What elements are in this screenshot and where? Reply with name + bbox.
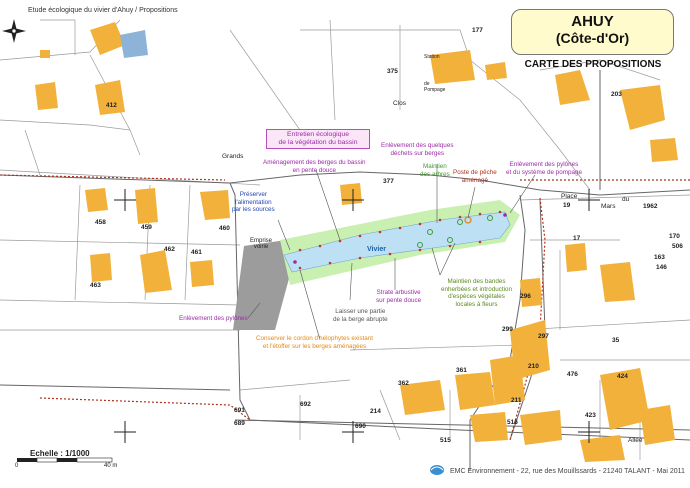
- maintien-bandes-label: Maintien des bandes enherbées et introdu…: [441, 278, 513, 308]
- parcel-476: 476: [567, 371, 578, 378]
- poste-peche-label: Poste de pêche aménagé: [453, 169, 497, 184]
- parcel-463: 463: [90, 282, 101, 289]
- enlevement-dechets-label: Enlèvement des quelques déchets sur berg…: [381, 142, 454, 157]
- tree-markers: [417, 215, 493, 248]
- street-station: Station: [424, 54, 440, 60]
- parcel-692: 692: [300, 401, 311, 408]
- parcel-423: 423: [585, 412, 596, 419]
- enlevement-pylones-label: Enlèvement des pylônes: [179, 315, 248, 322]
- laisser-label: Laisser une partie de la berge abrupte: [333, 308, 388, 323]
- parcel-362: 362: [398, 380, 409, 387]
- parcel-361: 361: [456, 367, 467, 374]
- parcel-516: 516: [507, 419, 518, 426]
- parcel-515: 515: [440, 437, 451, 444]
- map-subtitle: CARTE DES PROPOSITIONS: [524, 59, 662, 70]
- parcel-462: 462: [164, 246, 175, 253]
- north-arrow: [2, 19, 26, 43]
- parcel-424: 424: [617, 373, 628, 380]
- entretien-label: Entretien écologique de la végétation du…: [278, 131, 358, 146]
- parcel-210: 210: [528, 363, 539, 370]
- parcel-377: 377: [383, 178, 394, 185]
- street-du: du: [622, 196, 630, 203]
- buildings: [35, 22, 678, 462]
- scale-label: Echelle : 1/1000: [30, 449, 90, 458]
- parcel-17: 17: [573, 235, 581, 242]
- parcel-163: 163: [654, 254, 665, 261]
- parcel-461: 461: [191, 249, 202, 256]
- parcel-460: 460: [219, 225, 230, 232]
- parcel-299: 299: [502, 326, 513, 333]
- parcel-506: 506: [672, 243, 683, 250]
- parcel-1962: 1962: [643, 203, 658, 210]
- enlevement-pylones-pompage-label: Enlèvement des pylônes et du système de …: [506, 161, 582, 176]
- preserver-label: Préserver l'alimentation par les sources: [232, 191, 275, 214]
- parcel-689: 689: [234, 420, 245, 427]
- parcel-296: 296: [520, 293, 531, 300]
- parcel-lines: [0, 19, 690, 460]
- title-box: AHUY (Côte-d'Or): [511, 9, 674, 55]
- scale-end: 40 m: [104, 463, 118, 469]
- parcel-412: 412: [106, 102, 117, 109]
- amenagement-label: Aménagement des berges du bassin en pent…: [263, 159, 366, 174]
- parcel-297: 297: [538, 333, 549, 340]
- conserver-label: Conserver le cordon d'hélophytes existan…: [256, 335, 374, 350]
- pond-label: Vivier: [367, 246, 386, 253]
- street-grands: Grands: [222, 153, 244, 160]
- parcel-691: 691: [234, 407, 245, 414]
- parcel-375: 375: [387, 68, 398, 75]
- emc-logo: [430, 465, 444, 475]
- street-allee: Allée: [628, 437, 643, 444]
- grid-crosshairs: [114, 189, 600, 443]
- emprise-voirie-area: [233, 238, 300, 330]
- strate-label: Strate arbustive sur pente douce: [376, 289, 422, 304]
- study-label: Etude écologique du vivier d'Ahuy / Prop…: [28, 7, 178, 14]
- leader-lines: [247, 164, 536, 341]
- emprise-label: Emprise voirie: [250, 238, 273, 250]
- title-town: AHUY: [571, 13, 614, 30]
- parcel-458: 458: [95, 219, 106, 226]
- street-clos: Clos: [393, 100, 407, 107]
- parcel-170: 170: [669, 233, 680, 240]
- maintien-arbres-label: Maintien des arbres: [420, 163, 450, 178]
- street-mars: Mars: [601, 203, 616, 210]
- street-pompage: de Pompage: [424, 81, 446, 93]
- shore-markers: [298, 210, 502, 270]
- parcel-214: 214: [370, 408, 381, 415]
- parcel-35: 35: [612, 337, 620, 344]
- parcel-211: 211: [511, 397, 522, 404]
- parcel-146: 146: [656, 264, 667, 271]
- parcel-19: 19: [563, 202, 571, 209]
- street-place: Place: [561, 193, 578, 200]
- hedge-lines: [0, 174, 690, 441]
- parcel-177: 177: [472, 27, 483, 34]
- parcel-459: 459: [141, 224, 152, 231]
- scale-bar: [17, 457, 113, 463]
- parcel-690: 690: [355, 423, 366, 430]
- scale-zero: 0: [15, 463, 19, 469]
- entretien-box: Entretien écologique de la végétation du…: [266, 129, 370, 149]
- footer-credit: EMC Environnement - 22, rue des Mouillss…: [450, 468, 685, 475]
- parcel-203: 203: [611, 91, 622, 98]
- title-department: (Côte-d'Or): [555, 30, 630, 46]
- pylon-markers: [293, 213, 507, 264]
